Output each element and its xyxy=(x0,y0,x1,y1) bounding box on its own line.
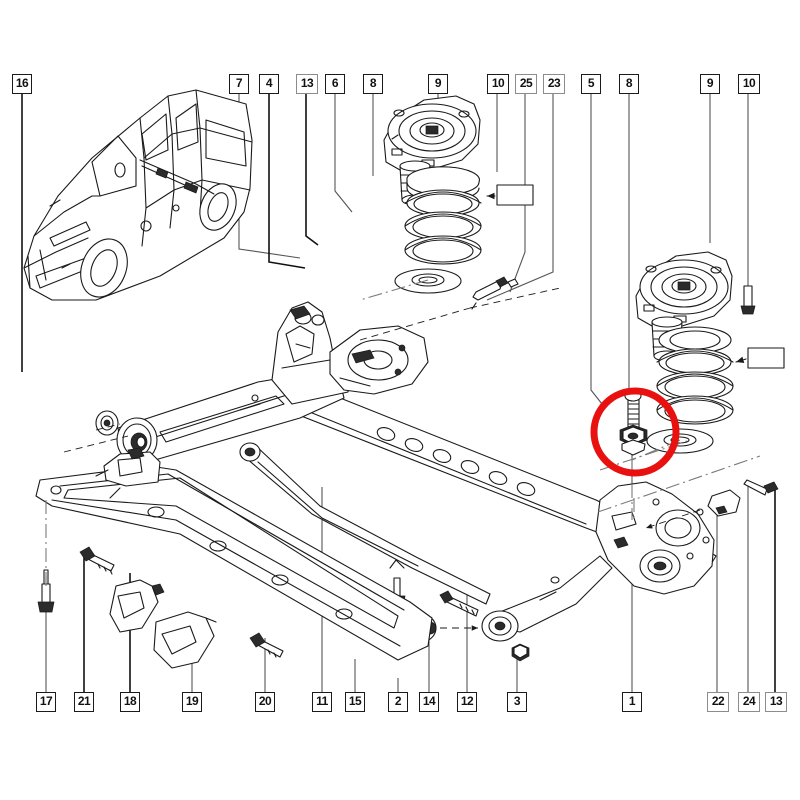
part-label-14[interactable]: 14 xyxy=(419,692,439,712)
part-label-6[interactable]: 6 xyxy=(325,74,345,94)
vehicle-illustration xyxy=(23,89,253,301)
fastener-group-right xyxy=(645,479,779,529)
part-label-25[interactable]: 25 xyxy=(515,74,537,94)
leader-lines xyxy=(21,94,776,692)
part-label-8-right[interactable]: 8 xyxy=(619,74,639,94)
part-label-7[interactable]: 7 xyxy=(229,74,249,94)
part-label-1[interactable]: 1 xyxy=(622,692,642,712)
part-label-20[interactable]: 20 xyxy=(255,692,275,712)
blank-callout-left-group xyxy=(486,184,534,206)
part-label-2[interactable]: 2 xyxy=(388,692,408,712)
part-label-22[interactable]: 22 xyxy=(707,692,729,712)
part-label-4[interactable]: 4 xyxy=(259,74,279,94)
red-circle-highlight xyxy=(590,387,680,477)
part-label-16[interactable]: 16 xyxy=(12,74,32,94)
fastener-group-left xyxy=(471,276,519,310)
part-label-10-left[interactable]: 10 xyxy=(487,74,509,94)
blank-callout-right-group xyxy=(735,347,785,369)
part-label-9-left[interactable]: 9 xyxy=(428,74,448,94)
part-label-8-left[interactable]: 8 xyxy=(363,74,383,94)
part-label-15[interactable]: 15 xyxy=(345,692,365,712)
part-label-13-bottom[interactable]: 13 xyxy=(765,692,787,712)
part-label-17[interactable]: 17 xyxy=(36,692,56,712)
part-label-3[interactable]: 3 xyxy=(507,692,527,712)
part-label-21[interactable]: 21 xyxy=(74,692,94,712)
front-subframe-crossmember xyxy=(35,447,433,669)
part-label-24[interactable]: 24 xyxy=(738,692,760,712)
part-label-12[interactable]: 12 xyxy=(457,692,477,712)
strut-top-mount-left xyxy=(383,95,481,206)
part-label-10-right[interactable]: 10 xyxy=(738,74,760,94)
part-label-9-right[interactable]: 9 xyxy=(700,74,720,94)
strut-top-mount-right xyxy=(635,251,756,362)
part-label-5[interactable]: 5 xyxy=(581,74,601,94)
part-label-23[interactable]: 23 xyxy=(543,74,565,94)
part-label-19[interactable]: 19 xyxy=(182,692,202,712)
coil-spring-left xyxy=(394,166,482,294)
coil-spring-right xyxy=(646,326,734,454)
part-label-18[interactable]: 18 xyxy=(120,692,140,712)
part-label-13-top[interactable]: 13 xyxy=(296,74,318,94)
shock-lower-bolt xyxy=(619,390,648,456)
part-label-11[interactable]: 11 xyxy=(312,692,332,712)
